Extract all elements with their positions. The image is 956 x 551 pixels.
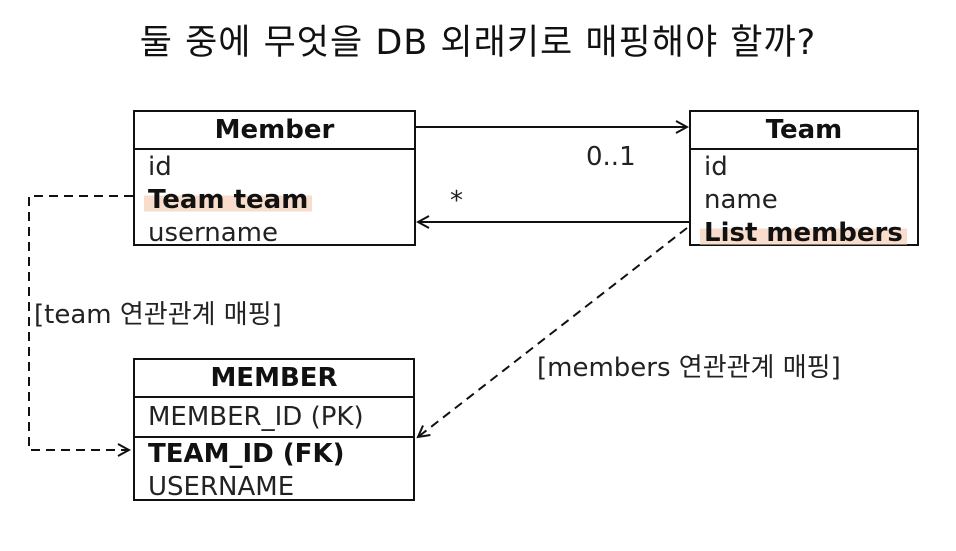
team-field-members: List members bbox=[700, 218, 907, 248]
member-entity-box: Member id Team team username bbox=[133, 110, 416, 248]
multiplicity-many: * bbox=[450, 186, 463, 216]
member-entity-name: Member bbox=[135, 112, 414, 150]
member-table-divider bbox=[135, 436, 413, 438]
diagram-title: 둘 중에 무엇을 DB 외래키로 매핑해야 할까? bbox=[139, 23, 817, 63]
team-field-members-row: List members bbox=[691, 217, 917, 250]
member-field-id: id bbox=[148, 152, 172, 182]
members-mapping-label: [members 연관관계 매핑] bbox=[537, 353, 841, 383]
team-mapping-dashed-line bbox=[28, 195, 133, 450]
member-field-username: username bbox=[148, 218, 278, 248]
team-field-name: name bbox=[704, 185, 778, 215]
member-table-box: MEMBER MEMBER_ID (PK) TEAM_ID (FK) USERN… bbox=[133, 358, 415, 502]
member-table-pk: MEMBER_ID (PK) bbox=[148, 402, 364, 432]
team-entity-box: Team id name List members bbox=[689, 110, 919, 248]
member-field-team-row: Team team bbox=[135, 184, 414, 217]
member-field-team: Team team bbox=[144, 185, 313, 215]
multiplicity-zero-one: 0..1 bbox=[586, 142, 636, 172]
team-entity-name: Team bbox=[691, 112, 917, 150]
member-table-username: USERNAME bbox=[148, 472, 295, 502]
team-mapping-label: [team 연관관계 매핑] bbox=[34, 300, 282, 330]
member-table-name: MEMBER bbox=[135, 360, 413, 398]
member-table-fk: TEAM_ID (FK) bbox=[148, 439, 345, 469]
members-mapping-dashed-line bbox=[418, 227, 688, 437]
team-field-id: id bbox=[704, 152, 728, 182]
